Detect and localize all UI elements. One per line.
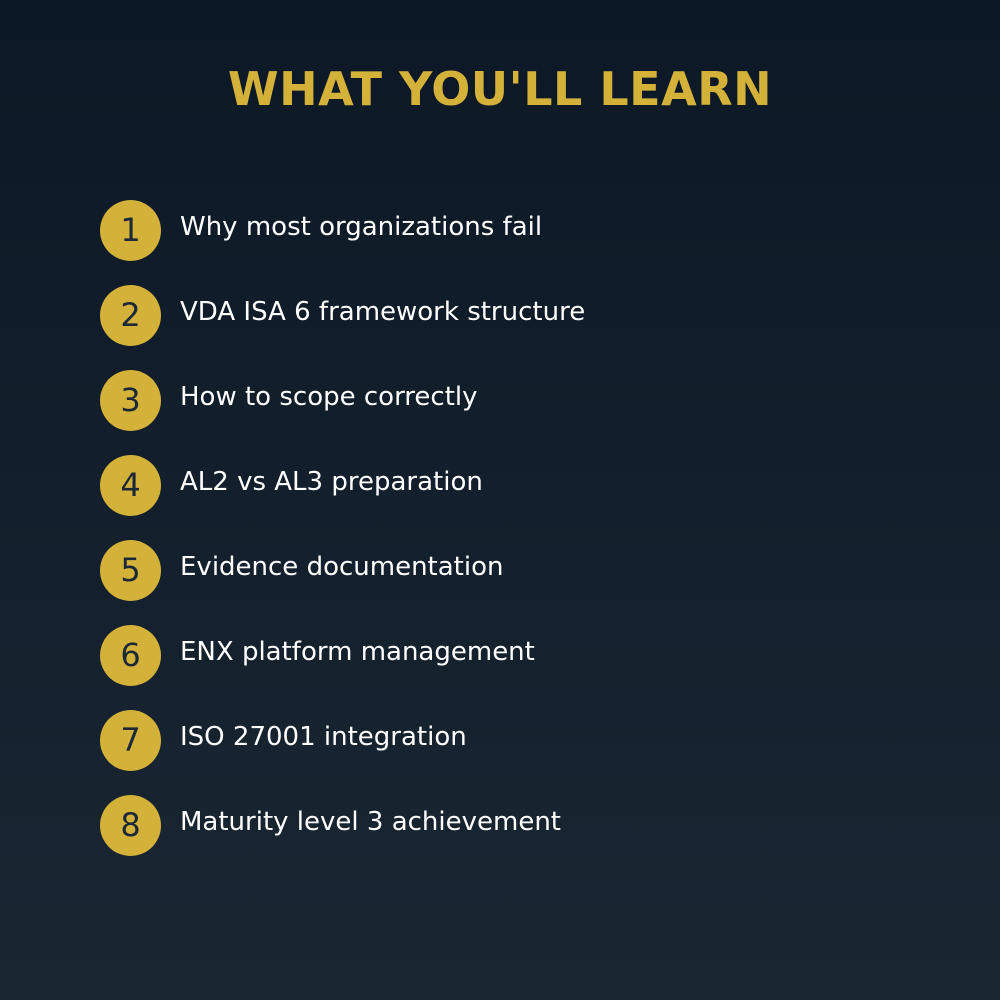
item-label: ISO 27001 integration <box>180 722 467 752</box>
bullet-circle-icon <box>100 540 161 601</box>
bullet-circle-icon <box>100 625 161 686</box>
bullet-circle-icon <box>100 285 161 346</box>
item-label: How to scope correctly <box>180 382 478 412</box>
item-number: 3 <box>120 381 141 419</box>
page-title: WHAT YOU'LL LEARN <box>227 62 773 116</box>
list-item: 3 How to scope correctly <box>100 370 900 431</box>
list-item: 2 VDA ISA 6 framework structure <box>100 285 900 346</box>
item-label: VDA ISA 6 framework structure <box>180 297 586 327</box>
item-number: 8 <box>120 806 141 844</box>
list-item: 8 Maturity level 3 achievement <box>100 795 900 856</box>
bullet-circle-icon <box>100 710 161 771</box>
item-label: AL2 vs AL3 preparation <box>180 467 483 497</box>
list-item: 7 ISO 27001 integration <box>100 710 900 771</box>
item-number: 5 <box>120 551 141 589</box>
bullet-circle-icon <box>100 455 161 516</box>
list-item: 4 AL2 vs AL3 preparation <box>100 455 900 516</box>
item-label: Maturity level 3 achievement <box>180 807 561 837</box>
item-number: 7 <box>120 721 141 759</box>
bullet-circle-icon <box>100 795 161 856</box>
item-number: 6 <box>120 636 141 674</box>
item-label: Why most organizations fail <box>180 212 543 242</box>
list-item: 5 Evidence documentation <box>100 540 900 601</box>
bullet-circle-icon <box>100 370 161 431</box>
item-label: ENX platform management <box>180 637 535 667</box>
list-item: 6 ENX platform management <box>100 625 900 686</box>
item-number: 2 <box>120 296 141 334</box>
list-item: 1 Why most organizations fail <box>100 200 900 261</box>
item-number: 1 <box>120 211 141 249</box>
bullet-circle-icon <box>100 200 161 261</box>
item-label: Evidence documentation <box>180 552 504 582</box>
item-number: 4 <box>120 466 141 504</box>
